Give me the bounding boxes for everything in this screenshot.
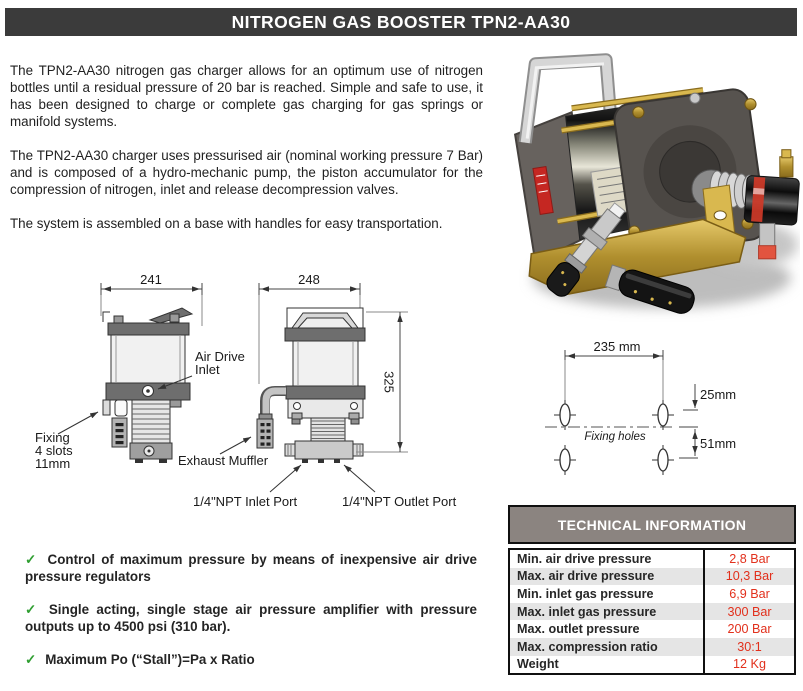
spec-label: Max. air drive pressure (510, 567, 705, 586)
dim-offset-bottom: 51mm (700, 436, 736, 451)
table-row: Max. outlet pressure 200 Bar (510, 620, 794, 638)
product-photo (505, 36, 800, 322)
feature-list: ✓Control of maximum pressure by means of… (25, 551, 477, 684)
intro-paragraph: The system is assembled on a base with h… (10, 216, 443, 231)
table-body: Min. air drive pressure 2,8 Bar Max. air… (508, 548, 796, 676)
spec-label: Max. inlet gas pressure (510, 602, 705, 621)
dim-hole-spacing: 235 mm (594, 339, 641, 354)
page-title: NITROGEN GAS BOOSTER TPN2-AA30 (231, 11, 571, 32)
table-row: Max. inlet gas pressure 300 Bar (510, 602, 794, 621)
fixing-holes-caption: Fixing holes (584, 431, 646, 443)
air-drive-inlet-label: Air Drive (195, 349, 245, 364)
intro-paragraph: The TPN2-AA30 charger uses pressurised a… (10, 148, 483, 197)
table-row: Max. compression ratio 30:1 (510, 637, 794, 656)
page-title-bar: NITROGEN GAS BOOSTER TPN2-AA30 (5, 8, 797, 36)
spec-label: Weight (510, 655, 705, 674)
spec-value: 2,8 Bar (729, 551, 770, 566)
dim-width-side: 241 (140, 272, 162, 287)
table-row: Min. air drive pressure 2,8 Bar (510, 550, 794, 568)
feature-item: ✓Single acting, single stage air pressur… (25, 601, 477, 635)
feature-item: ✓Control of maximum pressure by means of… (25, 551, 477, 585)
dim-width-front: 248 (298, 272, 320, 287)
feature-item: ✓ Maximum Po (“Stall”)=Pa x Ratio (25, 651, 477, 668)
inlet-port-label: 1/4"NPT Inlet Port (193, 494, 297, 509)
table-row: Min. inlet gas pressure 6,9 Bar (510, 585, 794, 603)
spec-label: Max. outlet pressure (510, 620, 705, 638)
checkmark-icon: ✓ (25, 552, 39, 567)
fixing-slots-label: 11mm (35, 456, 70, 471)
spec-value: 30:1 (737, 639, 762, 654)
spec-value: 12 Kg (733, 657, 766, 672)
fixing-slots-label: 4 slots (35, 443, 73, 458)
dim-offset-top: 25mm (700, 387, 736, 402)
spec-value: 300 Bar (727, 604, 772, 619)
spec-value: 200 Bar (727, 622, 772, 637)
checkmark-icon: ✓ (25, 652, 37, 667)
spec-value: 6,9 Bar (729, 586, 770, 601)
front-view-drawing: 248 (256, 272, 408, 463)
fixing-holes-diagram: 235 mm Fixing holes 25mm 51mm (545, 339, 736, 475)
table-title: TECHNICAL INFORMATION (508, 505, 796, 544)
outlet-port-label: 1/4"NPT Outlet Port (342, 494, 457, 509)
checkmark-icon: ✓ (25, 602, 40, 617)
fixing-slots-label: Fixing (35, 430, 70, 445)
technical-drawings: 241 (35, 272, 457, 509)
air-drive-inlet-label: Inlet (195, 362, 220, 377)
technical-information-table: TECHNICAL INFORMATION Min. air drive pre… (508, 505, 796, 676)
spec-label: Min. inlet gas pressure (510, 585, 705, 603)
intro-text: The TPN2-AA30 nitrogen gas charger allow… (10, 62, 483, 249)
table-row: Weight 12 Kg (510, 655, 794, 674)
dim-height: 325 (382, 371, 397, 393)
feature-text: Control of maximum pressure by means of … (25, 552, 477, 584)
intro-paragraph: The TPN2-AA30 nitrogen gas charger allow… (10, 63, 483, 129)
spec-value: 10,3 Bar (725, 569, 774, 584)
spec-label: Min. air drive pressure (510, 550, 705, 568)
spec-label: Max. compression ratio (510, 637, 705, 656)
product-photo-illustration (513, 53, 800, 314)
side-view-drawing: 241 (100, 272, 203, 463)
exhaust-muffler-label: Exhaust Muffler (178, 453, 269, 468)
feature-text: Single acting, single stage air pressure… (25, 602, 477, 634)
table-row: Max. air drive pressure 10,3 Bar (510, 567, 794, 586)
feature-text: Maximum Po (“Stall”)=Pa x Ratio (45, 652, 255, 667)
